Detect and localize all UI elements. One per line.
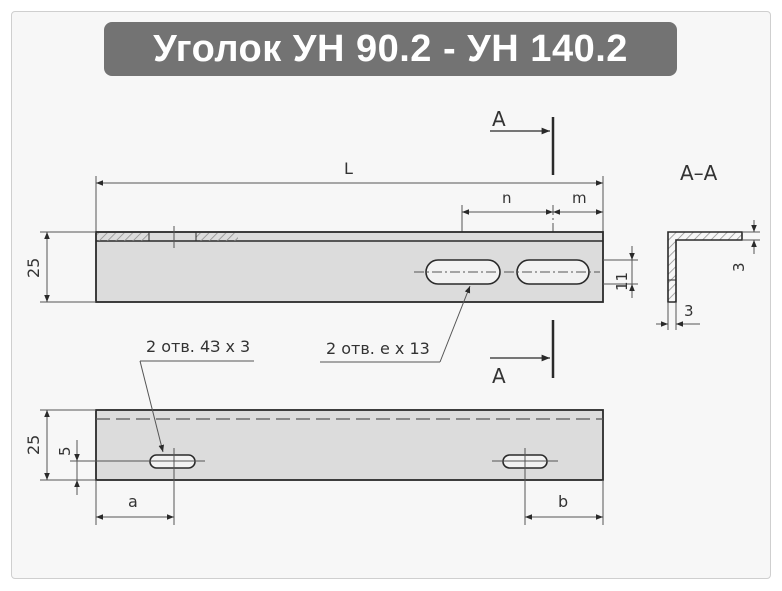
- section-marker-bottom: A: [490, 320, 555, 388]
- section-label-bottom: A: [492, 364, 506, 388]
- hole-note-left: 2 отв. 4З х 3: [146, 337, 250, 356]
- dim-m-label: m: [572, 189, 587, 207]
- plan-view: 2 отв. 4З х 3 25 5 a b: [24, 337, 604, 525]
- dim-3-horizontal-label: 3: [684, 302, 694, 320]
- dim-b-label: b: [558, 492, 568, 511]
- title-banner: Уголок УН 90.2 - УН 140.2: [104, 22, 677, 76]
- dim-a-label: a: [128, 492, 138, 511]
- dim-n-label: n: [502, 189, 512, 207]
- section-view: A–A 3 3: [656, 161, 760, 330]
- dim-11-label: 11: [613, 272, 631, 291]
- section-title: A–A: [680, 161, 718, 185]
- hole-note-right: 2 отв. е х 13: [326, 339, 430, 358]
- page-title: Уголок УН 90.2 - УН 140.2: [153, 27, 628, 70]
- section-marker-top: A: [490, 107, 555, 175]
- section-label-top: A: [492, 107, 506, 131]
- dim-5-label: 5: [56, 446, 74, 456]
- dim-3-vertical-label: 3: [730, 262, 748, 272]
- dim-25-bottom-label: 25: [24, 435, 43, 455]
- dim-L-label: L: [344, 159, 353, 178]
- front-view: L n m 25 11 2 отв.: [24, 159, 638, 363]
- dim-25-top-label: 25: [24, 258, 43, 278]
